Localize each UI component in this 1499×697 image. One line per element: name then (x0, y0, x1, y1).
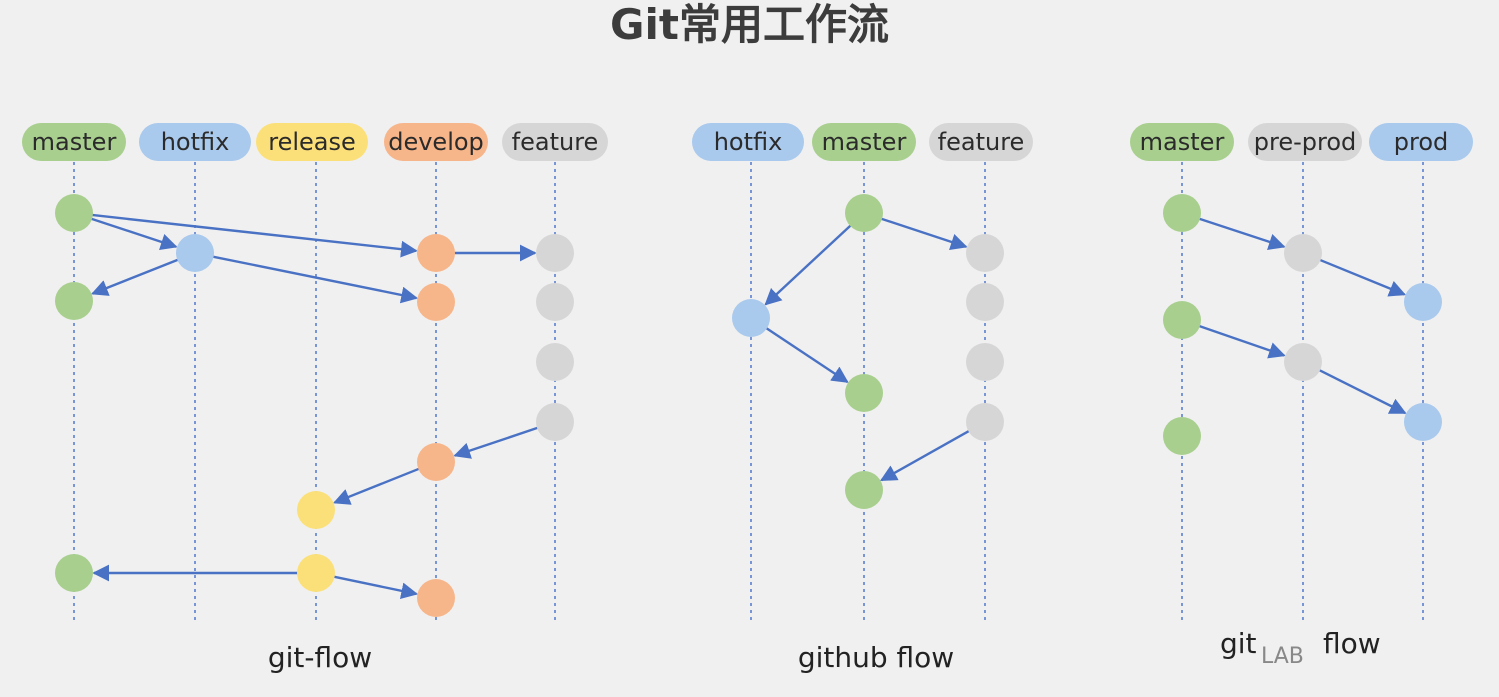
commit-node-pre-prod (1284, 343, 1322, 381)
commit-node-prod (1404, 403, 1442, 441)
commit-node-master (55, 194, 93, 232)
branch-label-hotfix: hotfix (139, 123, 251, 161)
branch-pill (22, 123, 126, 161)
branch-pill-text: master (822, 128, 907, 156)
branch-pill-text: feature (938, 128, 1025, 156)
commit-node-develop (417, 234, 455, 272)
branch-pill-text: release (268, 128, 356, 156)
commit-node-feature (536, 234, 574, 272)
merge-arrow (91, 258, 180, 296)
commit-node-develop (417, 283, 455, 321)
watermark-text: LAB (1261, 644, 1304, 669)
merge-arrow (1197, 217, 1286, 250)
commit-node-feature (966, 343, 1004, 381)
diagram-caption-prefix: git (1220, 627, 1257, 660)
diagram-caption: github flow (798, 641, 954, 674)
merge-arrow (211, 255, 419, 304)
branch-pill (1248, 123, 1362, 161)
merge-arrow (1317, 368, 1407, 415)
merge-arrow (333, 467, 421, 505)
branch-pill-text: prod (1394, 128, 1449, 156)
commit-node-release (297, 554, 335, 592)
branch-label-feature: feature (929, 123, 1033, 161)
commit-node-feature (966, 234, 1004, 272)
commit-node-prod (1404, 283, 1442, 321)
commit-node-feature (536, 343, 574, 381)
commit-node-master (845, 194, 883, 232)
branch-label-master: master (22, 123, 126, 161)
merge-arrow (764, 223, 853, 306)
merge-arrow (1197, 324, 1286, 359)
branch-pill (692, 123, 804, 161)
branch-pill (502, 123, 608, 161)
branch-pill-text: develop (388, 128, 484, 156)
merge-arrow (453, 426, 540, 459)
commit-node-feature (536, 283, 574, 321)
commit-node-release (297, 491, 335, 529)
branch-pill-text: hotfix (714, 128, 783, 156)
merge-arrow (879, 429, 971, 482)
merge-arrow (764, 326, 849, 383)
branch-label-hotfix: hotfix (692, 123, 804, 161)
commit-node-master (55, 554, 93, 592)
commit-node-hotfix (176, 234, 214, 272)
branch-pill (1369, 123, 1473, 161)
commit-node-pre-prod (1284, 234, 1322, 272)
branch-pill (139, 123, 251, 161)
merge-arrow (1318, 258, 1407, 297)
branch-pill-text: hotfix (161, 128, 230, 156)
commit-node-feature (536, 403, 574, 441)
commit-node-develop (417, 443, 455, 481)
branch-label-pre-prod: pre-prod (1248, 123, 1362, 161)
merge-arrow (90, 213, 418, 258)
commit-node-master (1163, 301, 1201, 339)
branch-label-master: master (812, 123, 916, 161)
branch-pill (256, 123, 368, 161)
commit-node-hotfix (732, 299, 770, 337)
diagram-caption-suffix: flow (1323, 627, 1381, 660)
branch-label-release: release (256, 123, 368, 161)
branch-pill-text: master (1140, 128, 1225, 156)
commit-node-feature (966, 403, 1004, 441)
commit-node-develop (417, 579, 455, 617)
branch-pill-text: pre-prod (1254, 128, 1357, 156)
commit-node-master (1163, 417, 1201, 455)
branch-pill (384, 123, 488, 161)
commit-node-feature (966, 283, 1004, 321)
commit-node-master (845, 471, 883, 509)
diagram-caption: git-flow (268, 641, 372, 674)
merge-arrow (332, 575, 419, 600)
branch-pill (1130, 123, 1234, 161)
branch-pill-text: feature (512, 128, 599, 156)
branch-label-feature: feature (502, 123, 608, 161)
commit-node-master (1163, 194, 1201, 232)
commit-node-master (55, 282, 93, 320)
branch-pill (929, 123, 1033, 161)
commit-node-master (845, 374, 883, 412)
branch-label-develop: develop (384, 123, 488, 161)
page-title: Git常用工作流 (610, 0, 889, 49)
merge-arrow (879, 217, 968, 250)
branch-pill (812, 123, 916, 161)
branch-label-master: master (1130, 123, 1234, 161)
branch-pill-text: master (32, 128, 117, 156)
merge-arrow (89, 217, 178, 250)
branch-label-prod: prod (1369, 123, 1473, 161)
